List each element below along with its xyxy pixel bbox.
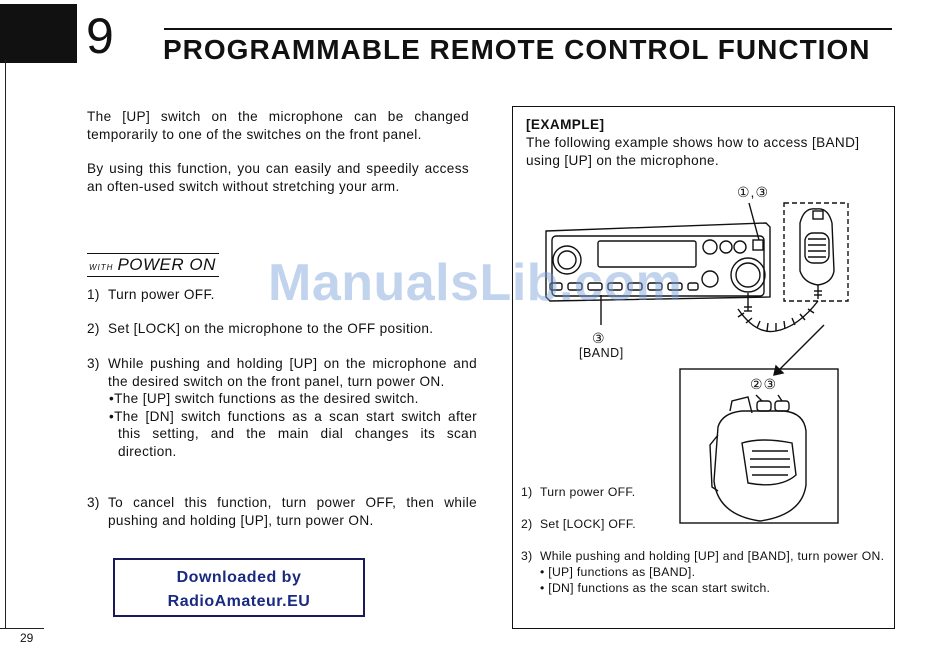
intro-paragraph-2: By using this function, you can easily a… <box>87 161 469 194</box>
example-label: [EXAMPLE] <box>526 117 605 132</box>
mic-cord <box>737 300 819 333</box>
example-step-2: 2) Set [LOCK] OFF. <box>521 516 636 532</box>
zoom-arrow <box>773 324 825 376</box>
section-heading-prefix: WITH <box>89 263 114 272</box>
margin-rule <box>5 60 6 628</box>
callout-label-2-3: ②③ <box>750 376 778 392</box>
chapter-tab-bar <box>0 4 77 63</box>
example-box <box>512 106 895 629</box>
title-rule <box>164 28 892 30</box>
step-number: 1) <box>87 287 100 302</box>
microphone-illustration <box>799 208 835 299</box>
download-credit-box: Downloaded by RadioAmateur.EU <box>113 558 365 617</box>
chapter-title: PROGRAMMABLE REMOTE CONTROL FUNCTION <box>163 34 871 65</box>
download-credit-line-2: RadioAmateur.EU <box>167 593 311 610</box>
example-step-number: 2) <box>521 517 533 531</box>
section-heading-text: POWER ON <box>117 255 216 274</box>
step-1: 1) Turn power OFF. <box>87 286 477 304</box>
example-step-text: Set [LOCK] OFF. <box>540 517 636 531</box>
step-4: 3) To cancel this function, turn power O… <box>87 494 477 529</box>
step-bullet: •The [DN] switch functions as a scan sta… <box>109 408 477 459</box>
step-bullet: •The [UP] switch functions as the desire… <box>109 391 419 406</box>
step-text: Turn power OFF. <box>108 287 215 302</box>
watermark: ManualsLib.com <box>268 254 683 312</box>
callout-label-1-3: ①,③ <box>737 184 769 200</box>
example-step-1: 1) Turn power OFF. <box>521 484 635 500</box>
step-number: 3) <box>87 356 100 371</box>
radio-unit-illustration <box>545 222 771 302</box>
step-text: To cancel this function, turn power OFF,… <box>108 495 477 528</box>
step-text: Set [LOCK] on the microphone to the OFF … <box>108 321 434 336</box>
step-number: 3) <box>87 495 100 510</box>
footer-rule <box>0 628 44 629</box>
mic-highlight-box <box>783 202 849 302</box>
example-step-bullet: • [UP] functions as [BAND]. <box>540 565 696 579</box>
example-step-number: 1) <box>521 485 533 499</box>
download-credit-line-1: Downloaded by <box>176 569 302 586</box>
step-text: While pushing and holding [UP] on the mi… <box>108 356 477 389</box>
step-number: 2) <box>87 321 100 336</box>
step-2: 2) Set [LOCK] on the microphone to the O… <box>87 320 477 338</box>
example-step-number: 3) <box>521 549 533 563</box>
microphone-zoom-illustration <box>709 394 807 522</box>
example-step-bullet: • [DN] functions as the scan start switc… <box>540 581 771 595</box>
chapter-number: 9 <box>86 8 114 64</box>
callout-label-3: ③ <box>592 330 605 346</box>
mic-zoom-box <box>679 368 839 524</box>
radio-microphone-diagram <box>545 202 849 524</box>
page-number: 29 <box>20 631 34 645</box>
example-step-text: While pushing and holding [UP] and [BAND… <box>540 549 885 563</box>
example-step-3: 3) While pushing and holding [UP] and [B… <box>521 548 891 596</box>
band-key-label: [BAND] <box>579 346 624 360</box>
step-3: 3) While pushing and holding [UP] on the… <box>87 355 477 460</box>
example-description: The following example shows how to acces… <box>526 135 860 168</box>
intro-paragraph-1: The [UP] switch on the microphone can be… <box>87 109 469 142</box>
callout-leader-line <box>748 202 760 241</box>
example-step-text: Turn power OFF. <box>540 485 636 499</box>
